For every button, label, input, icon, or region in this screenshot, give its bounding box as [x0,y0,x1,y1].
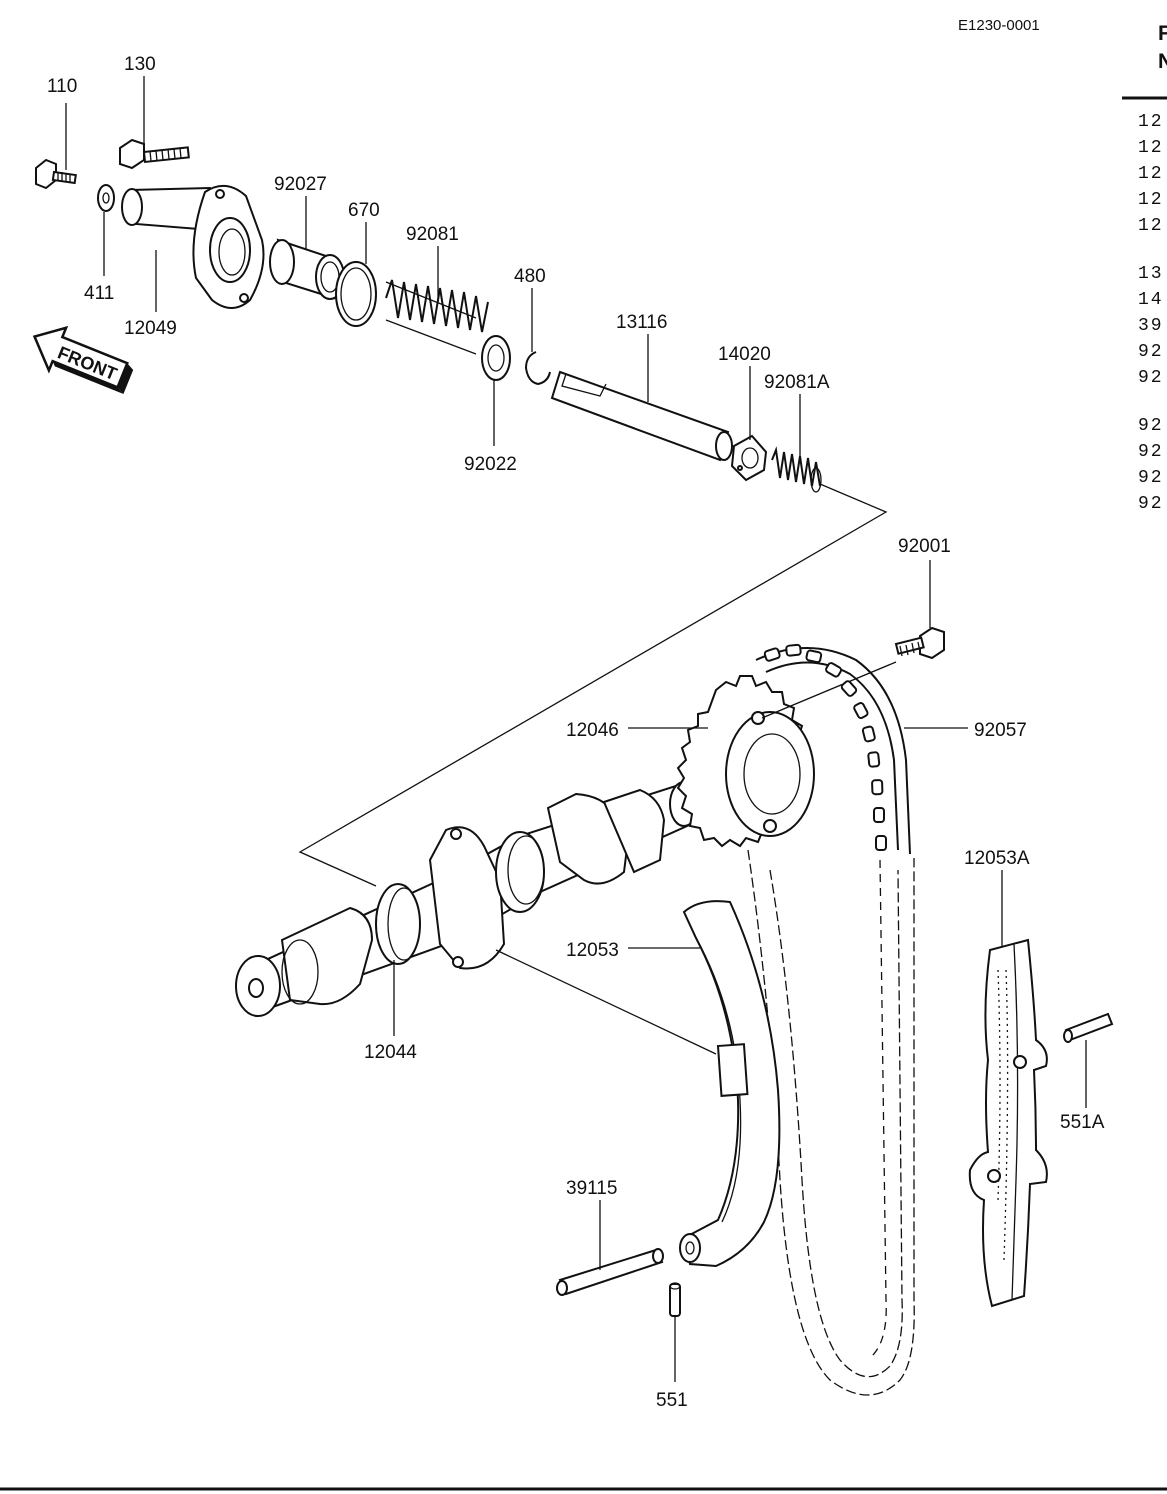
label-480: 480 [514,266,546,287]
bolt-130 [119,138,190,170]
side-row: 92 [1138,368,1164,388]
camshaft-12044 [235,781,699,1017]
label-12044: 12044 [364,1042,417,1063]
chain-guide-12053A [968,938,1048,1308]
washer-411 [97,184,115,212]
label-411: 411 [84,283,114,304]
washer-92022 [481,335,511,381]
sprocket-12046 [676,675,815,848]
tensioner-housing-12049 [121,185,265,309]
spring-92081A [771,446,822,493]
label-551A: 551A [1060,1112,1105,1133]
pin-551A [1063,1012,1114,1043]
front-arrow-icon: FRONT [32,325,134,395]
side-parts-list: F N 12 12 12 12 12 13 14 39 92 92 92 92 … [1122,22,1167,514]
label-12053: 12053 [566,940,619,961]
label-670: 670 [348,200,380,221]
timing-chain-92057 [747,643,915,1396]
label-12046: 12046 [566,720,619,741]
side-row: 92 [1138,442,1164,462]
side-row: 13 [1138,264,1164,284]
label-92022: 92022 [464,454,517,475]
circlip-480 [524,351,551,386]
o-ring-670 [335,261,377,327]
label-92081A: 92081A [764,372,830,393]
label-130: 130 [124,54,156,75]
side-row: 92 [1138,342,1164,362]
bolt-92001 [894,626,945,660]
label-39115: 39115 [566,1178,617,1199]
assembly-line [298,483,888,887]
label-92001: 92001 [898,536,951,557]
side-row: 12 [1138,112,1164,132]
label-12049: 12049 [124,318,177,339]
label-14020: 14020 [718,344,771,365]
bolt-110 [35,158,77,190]
cap-14020 [730,434,768,482]
label-13116: 13116 [616,312,667,333]
label-92057: 92057 [974,720,1027,741]
side-row: 92 [1138,494,1164,514]
side-row: 92 [1138,416,1164,436]
label-92027: 92027 [274,174,327,195]
side-row: 39 [1138,316,1164,336]
label-551: 551 [656,1390,688,1411]
side-row: 14 [1138,290,1164,310]
label-110: 110 [47,76,77,97]
bushing-92027 [269,238,345,300]
side-row: 92 [1138,468,1164,488]
pin-551 [669,1282,681,1317]
side-header-2: N [1158,50,1167,73]
pin-39115 [556,1248,664,1296]
side-header-1: F [1158,22,1167,45]
spring-92081 [385,279,489,355]
side-row: 12 [1138,138,1164,158]
label-92081: 92081 [406,224,459,245]
label-12053A: 12053A [964,848,1030,869]
guide-reference-line [495,949,717,1055]
side-row: 12 [1138,216,1164,236]
chain-guide-12053 [679,900,781,1268]
diagram-code: E1230-0001 [958,17,1040,34]
push-rod-13116 [550,370,733,462]
side-row: 12 [1138,190,1164,210]
side-row: 12 [1138,164,1164,184]
